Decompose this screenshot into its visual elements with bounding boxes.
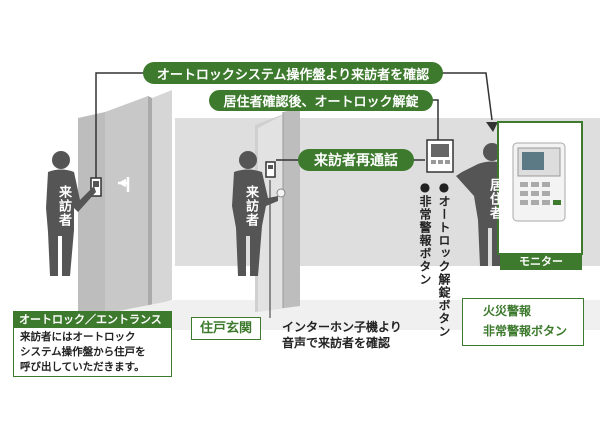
flow-middle-label: 居住者確認後、オートロック解錠 <box>209 90 433 111</box>
entrance-info-box: オートロック／エントランス 来訪者にはオートロック システム操作盤から住戸を 呼… <box>13 311 172 377</box>
door-intercom-icon <box>265 161 276 178</box>
entrance-desc-1: 来訪者にはオートロック <box>20 331 136 343</box>
entrance-door-front <box>105 96 148 318</box>
resident-figure <box>456 143 508 266</box>
door-knob-icon <box>276 188 286 198</box>
unit-door-label: 住戸玄関 <box>191 317 261 340</box>
unlock-button-caption: ●オートロック解錠ボタン <box>437 180 451 338</box>
alarm-button-caption: ●非常警報ボタン <box>418 180 432 286</box>
entrance-door-edge <box>148 96 152 308</box>
entrance-door-back <box>152 90 172 306</box>
legend-emergency-label: 非常警報ボタン <box>483 324 568 338</box>
entrance-desc-3: 呼び出していただきます。 <box>20 361 145 373</box>
intercom-caption-2: 音声で来訪者を確認 <box>282 336 391 350</box>
visitor-figure-1 <box>46 151 96 276</box>
entrance-door-wall <box>78 112 105 322</box>
top-flow-arrowhead <box>486 122 498 132</box>
monitor-label: モニター <box>500 254 582 270</box>
entrance-arrow-icon <box>118 177 130 192</box>
intercom-caption-1: インターホン子機より <box>282 320 402 334</box>
resident-label: 居住者 <box>487 178 502 220</box>
visitor-label-1: 来訪者 <box>56 185 71 227</box>
flow-recall-label: 来訪者再通話 <box>298 149 414 171</box>
visitor-figure-2 <box>232 151 278 276</box>
visitor-label-2: 来訪者 <box>243 185 258 227</box>
entrance-title: オートロック／エントランス <box>14 312 171 328</box>
flow-top-label: オートロックシステム操作盤より来訪者を確認 <box>143 62 443 84</box>
legend-fire-label: 火災警報 <box>483 304 532 318</box>
legend-box: 火災警報 非常警報ボタン <box>462 298 584 346</box>
unit-door <box>283 108 300 308</box>
entrance-desc-2: システム操作盤から住戸を <box>20 346 146 358</box>
